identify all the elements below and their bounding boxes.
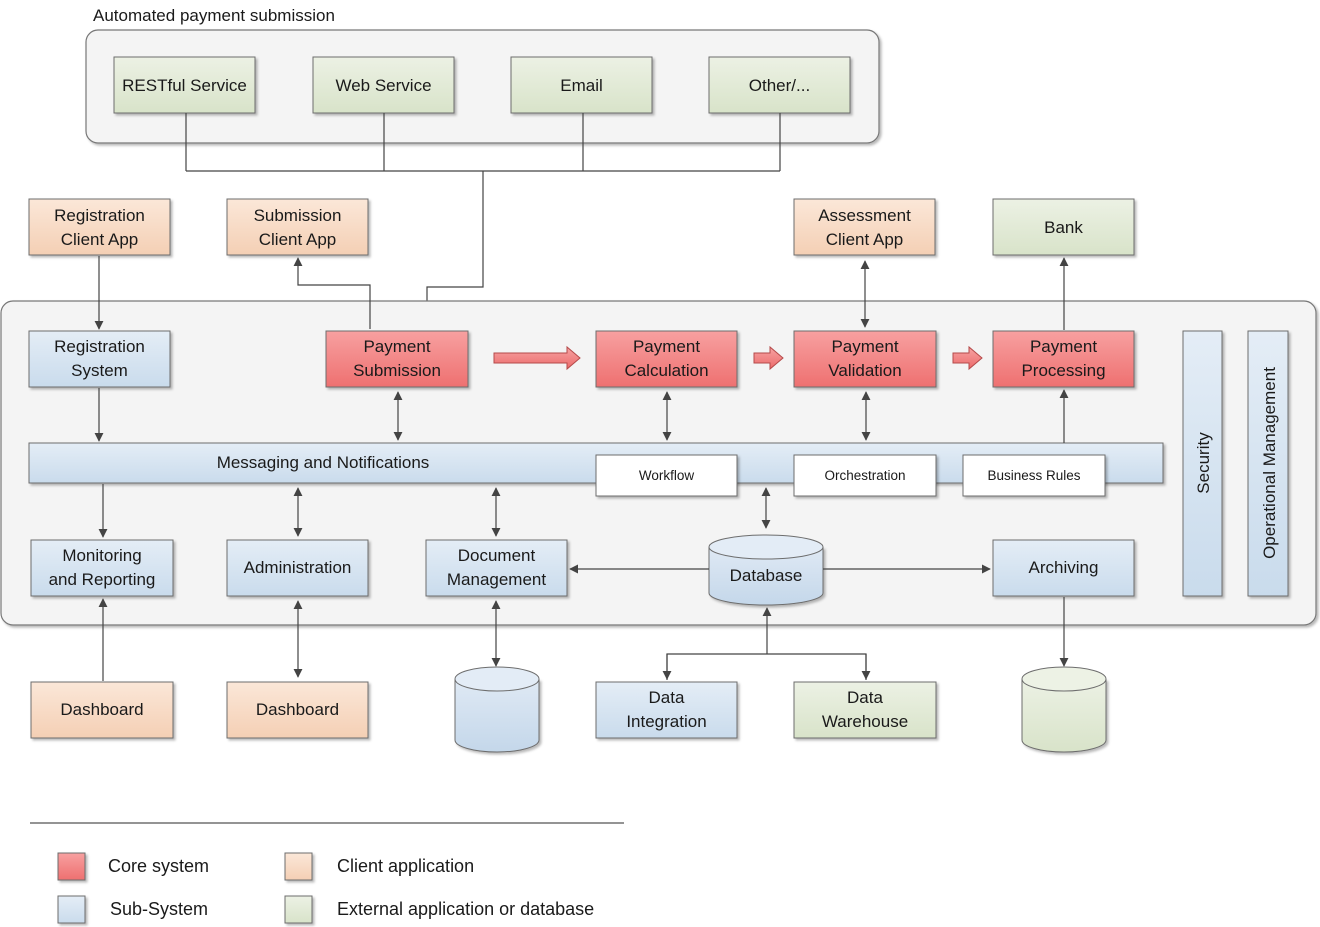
data-integration-label-1: Data: [649, 688, 685, 707]
payment-submission-label-1: Payment: [363, 337, 430, 356]
assessment-client-label-1: Assessment: [818, 206, 911, 225]
flow-arrow-3: [952, 345, 983, 371]
data-integration-box[interactable]: [595, 681, 738, 739]
payment-calculation-label-1: Payment: [633, 337, 700, 356]
database-cylinder[interactable]: [708, 534, 824, 606]
security-label: Security: [1194, 432, 1213, 494]
submission-client-label-2: Client App: [259, 230, 337, 249]
legend-core-label: Core system: [108, 856, 209, 876]
payment-validation-label-1: Payment: [831, 337, 898, 356]
business-rules-box[interactable]: [962, 454, 1106, 497]
payment-submission-label-2: Submission: [353, 361, 441, 380]
legend-external-swatch: [284, 895, 313, 924]
monitoring-reporting-box[interactable]: [30, 539, 174, 597]
registration-client-app[interactable]: [28, 198, 171, 256]
archiving-label: Archiving: [1029, 558, 1099, 577]
registration-client-label-2: Client App: [61, 230, 139, 249]
legend-client-label: Client application: [337, 856, 474, 876]
business-rules-label: Business Rules: [987, 468, 1080, 483]
registration-system-label-2: System: [71, 361, 128, 380]
dashboard-1-box[interactable]: [30, 681, 174, 739]
orchestration-box[interactable]: [793, 454, 937, 497]
bank-box[interactable]: [992, 198, 1135, 256]
data-warehouse-box[interactable]: [793, 681, 937, 739]
web-service-box[interactable]: [312, 56, 455, 114]
dashboard-2-label: Dashboard: [256, 700, 339, 719]
orchestration-label: Orchestration: [824, 468, 905, 483]
restful-service-label: RESTful Service: [122, 76, 247, 95]
dashboard-2-box[interactable]: [226, 681, 369, 739]
payment-validation-box[interactable]: [793, 330, 937, 388]
payment-validation-label-2: Validation: [828, 361, 901, 380]
payment-processing-label-1: Payment: [1030, 337, 1097, 356]
legend-subsystem-swatch: [57, 895, 86, 924]
registration-system-label-1: Registration: [54, 337, 145, 356]
payment-calculation-box[interactable]: [595, 330, 738, 388]
submission-client-app[interactable]: [226, 198, 369, 256]
operational-management-label: Operational Management: [1260, 367, 1279, 559]
workflow-label: Workflow: [639, 468, 695, 483]
flow-arrow-1: [493, 345, 581, 371]
assessment-client-app[interactable]: [793, 198, 936, 256]
security-box[interactable]: [1182, 330, 1223, 597]
automated-group-frame: [85, 29, 880, 144]
email-label: Email: [560, 76, 603, 95]
payment-calculation-label-2: Calculation: [624, 361, 708, 380]
legend-external-label: External application or database: [337, 899, 594, 919]
registration-system-box[interactable]: [28, 330, 171, 388]
legend-client-swatch: [284, 852, 313, 881]
submission-client-label-1: Submission: [254, 206, 342, 225]
document-management-box[interactable]: [425, 539, 568, 597]
bank-label: Bank: [1044, 218, 1083, 237]
registration-client-label-1: Registration: [54, 206, 145, 225]
administration-box[interactable]: [226, 539, 369, 597]
document-management-label-1: Document: [458, 546, 536, 565]
messaging-connectors: [94, 388, 1069, 538]
email-box[interactable]: [510, 56, 653, 114]
data-integration-label-2: Integration: [626, 712, 706, 731]
dashboard-1-label: Dashboard: [60, 700, 143, 719]
web-service-label: Web Service: [335, 76, 431, 95]
assessment-client-label-2: Client App: [826, 230, 904, 249]
legend-core-swatch: [57, 852, 86, 881]
document-store-cylinder[interactable]: [454, 666, 540, 753]
monitoring-label-1: Monitoring: [62, 546, 141, 565]
database-label: Database: [730, 566, 803, 585]
document-management-label-2: Management: [447, 570, 547, 589]
payment-processing-box[interactable]: [992, 330, 1135, 388]
messaging-label: Messaging and Notifications: [217, 453, 430, 472]
administration-label: Administration: [244, 558, 352, 577]
restful-service-box[interactable]: [113, 56, 256, 114]
client-connectors: [94, 256, 1069, 330]
legend-subsystem-label: Sub-System: [110, 899, 208, 919]
flow-arrow-2: [753, 345, 784, 371]
monitoring-label-2: and Reporting: [49, 570, 156, 589]
other-label: Other/...: [749, 76, 810, 95]
automated-group-title: Automated payment submission: [93, 6, 335, 25]
data-warehouse-label-1: Data: [847, 688, 883, 707]
payment-processing-label-2: Processing: [1021, 361, 1105, 380]
workflow-box[interactable]: [595, 454, 738, 497]
data-warehouse-label-2: Warehouse: [822, 712, 908, 731]
operational-management-box[interactable]: [1247, 330, 1289, 597]
payment-submission-box[interactable]: [325, 330, 469, 388]
archive-store-cylinder[interactable]: [1021, 666, 1107, 753]
archiving-box[interactable]: [992, 539, 1135, 597]
bottom-connectors: [98, 597, 1069, 681]
